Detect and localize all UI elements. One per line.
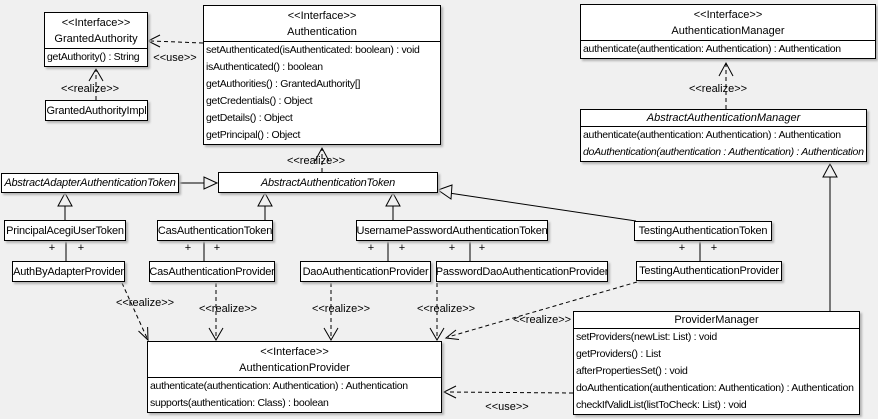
method: authenticate(authentication: Authenticat… (150, 380, 408, 392)
class-principal-acegi-user-token[interactable]: PrincipalAcegiUserToken (4, 220, 126, 241)
method: getCredentials() : Object (206, 95, 313, 107)
generalization-arrowheads (57, 162, 838, 207)
class-abstract-adapter-authentication-token[interactable]: AbstractAdapterAuthenticationToken (1, 173, 179, 193)
methods-compartment: setAuthenticated(isAuthenticated: boolea… (204, 41, 440, 144)
class-provider-manager[interactable]: ProviderManager setProviders(newList: Li… (573, 311, 860, 415)
methods-compartment: authenticate(authentication: Authenticat… (148, 377, 441, 412)
plus-marker: + (449, 242, 455, 254)
method: getProviders() : List (576, 348, 661, 360)
class-name: PasswordDaoAuthenticationProvider (436, 265, 608, 278)
method: supports(authentication: Class) : boolea… (150, 397, 329, 409)
realize-label-abstractauthenticationtoken: <<realize>> (287, 155, 345, 167)
class-name: CasAuthenticationProvider (149, 265, 275, 278)
plus-marker: + (479, 242, 485, 254)
methods-compartment: authenticate(authentication: Authenticat… (581, 40, 875, 58)
method: isAuthenticated() : boolean (206, 61, 323, 73)
method: setProviders(newList: List) : void (576, 331, 717, 343)
plus-marker: + (49, 242, 55, 254)
class-name: PrincipalAcegiUserToken (6, 224, 124, 237)
realize-label-abstractauthenticationmanager: <<realize>> (689, 83, 747, 95)
class-name: Authentication (287, 26, 357, 38)
plus-marker: + (78, 242, 84, 254)
class-name: AuthByAdapterProvider (13, 265, 124, 278)
class-name: ProviderManager (674, 314, 759, 326)
method: getDetails() : Object (206, 112, 293, 124)
class-name: AuthenticationManager (671, 25, 785, 37)
method: authenticate(authentication: Authenticat… (583, 43, 841, 55)
realize-edges (95, 64, 727, 339)
class-header: <<Interface>> AuthenticationManager (581, 5, 875, 40)
class-abstract-authentication-manager[interactable]: AbstractAuthenticationManager authentica… (580, 109, 867, 162)
plus-marker: + (679, 242, 685, 254)
stereotype: <<Interface>> (260, 346, 329, 358)
class-cas-authentication-provider[interactable]: CasAuthenticationProvider (149, 261, 275, 282)
realize-label-authbyadapterprovider: <<realize>> (116, 297, 174, 309)
plus-marker: + (399, 242, 405, 254)
methods-compartment: authenticate(authentication: Authenticat… (581, 126, 866, 161)
class-name: TestingAuthenticationToken (638, 225, 768, 237)
plus-marker: + (368, 242, 374, 254)
plus-marker: + (711, 242, 717, 254)
method: checkIfValidList(listToCheck: List) : vo… (576, 399, 747, 411)
method: getAuthorities() : GrantedAuthority[] (206, 78, 361, 90)
use-label-providermanager: <<use>> (485, 401, 528, 413)
class-header: <<Interface>> Authentication (204, 6, 440, 41)
edge-labels: <<use>> <<realize>> <<realize>> <<realiz… (61, 52, 747, 413)
association-edges (65, 240, 701, 261)
class-granted-authority[interactable]: <<Interface>> GrantedAuthority getAuthor… (44, 12, 148, 67)
method: doAuthentication(authentication : Authen… (583, 146, 864, 158)
stereotype: <<Interface>> (693, 9, 763, 21)
plus-marker: + (214, 242, 220, 254)
class-authentication[interactable]: <<Interface>> Authentication setAuthenti… (203, 5, 441, 145)
class-name: TestingAuthenticationProvider (639, 265, 779, 277)
class-name: DaoAuthenticationProvider (302, 265, 429, 278)
class-auth-by-adapter-provider[interactable]: AuthByAdapterProvider (12, 261, 125, 282)
class-cas-authentication-token[interactable]: CasAuthenticationToken (157, 220, 273, 241)
realize-label-passworddaoauthenticationprovider: <<realize>> (417, 303, 475, 315)
class-header: <<Interface>> GrantedAuthority (45, 13, 147, 48)
plus-marker: + (185, 242, 191, 254)
methods-compartment: getAuthority() : String (45, 48, 147, 66)
class-name: GrantedAuthority (54, 33, 138, 45)
use-edges (150, 40, 574, 394)
class-username-password-authentication-token[interactable]: UsernamePasswordAuthenticationToken (356, 220, 548, 241)
class-name: GrantedAuthorityImpl (46, 104, 147, 117)
method: doAuthentication(authentication: Authent… (576, 382, 854, 394)
method: setAuthenticated(isAuthenticated: boolea… (206, 44, 420, 56)
stereotype: <<Interface>> (287, 10, 357, 22)
realize-label-daoauthenticationprovider: <<realize>> (312, 303, 370, 315)
class-authentication-provider[interactable]: <<Interface>> AuthenticationProvider aut… (147, 341, 442, 413)
realize-label-grantedauthorityimpl: <<realize>> (61, 83, 119, 95)
association-plus-markers: + + + + + + + + + + (49, 242, 717, 254)
method: getAuthority() : String (47, 51, 140, 63)
class-name: AuthenticationProvider (239, 362, 350, 374)
method: authenticate(authentication: Authenticat… (583, 129, 841, 141)
class-header: <<Interface>> AuthenticationProvider (148, 342, 441, 377)
use-label-authentication-grantedauthority: <<use>> (153, 52, 196, 64)
class-name: AbstractAuthenticationToken (260, 176, 396, 189)
class-granted-authority-impl[interactable]: GrantedAuthorityImpl (45, 100, 148, 121)
class-name: AbstractAuthenticationManager (646, 112, 801, 124)
methods-compartment: setProviders(newList: List) : void getPr… (574, 328, 859, 414)
class-testing-authentication-provider[interactable]: TestingAuthenticationProvider (636, 261, 782, 281)
generalization-edges (64, 177, 831, 311)
class-password-dao-authentication-provider[interactable]: PasswordDaoAuthenticationProvider (436, 261, 608, 282)
class-authentication-manager[interactable]: <<Interface>> AuthenticationManager auth… (580, 4, 876, 59)
method: getPrincipal() : Object (206, 129, 301, 141)
class-dao-authentication-provider[interactable]: DaoAuthenticationProvider (300, 261, 431, 282)
realize-label-testingauthenticationprovider: <<realize>> (513, 314, 571, 326)
method: afterPropertiesSet() : void (576, 365, 688, 377)
class-name: CasAuthenticationToken (157, 224, 273, 237)
realize-label-casauthenticationprovider: <<realize>> (199, 303, 257, 315)
stereotype: <<Interface>> (61, 17, 131, 29)
class-name: UsernamePasswordAuthenticationToken (356, 224, 548, 237)
use-arrowheads (146, 34, 457, 399)
class-testing-authentication-token[interactable]: TestingAuthenticationToken (634, 221, 772, 241)
realize-arrowheads (88, 61, 734, 342)
class-name: AbstractAdapterAuthenticationToken (4, 177, 176, 189)
class-abstract-authentication-token[interactable]: AbstractAuthenticationToken (218, 172, 438, 193)
